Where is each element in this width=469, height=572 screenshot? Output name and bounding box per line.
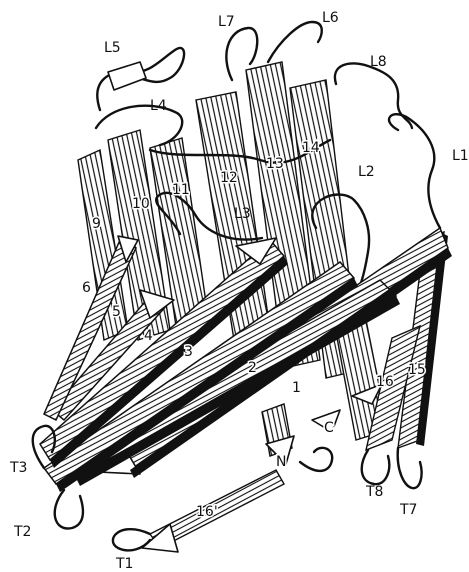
label-strand-3: 3	[184, 344, 193, 360]
label-T3: T3	[9, 460, 27, 476]
turn-T2	[55, 490, 83, 528]
label-strand-13: 13	[266, 156, 284, 172]
label-T2: T2	[13, 524, 31, 540]
loop-L6	[268, 22, 322, 62]
loop-L1	[389, 114, 440, 228]
loop-L5-ribbon	[108, 62, 146, 90]
label-C-terminus: C	[324, 420, 334, 436]
turn-N	[300, 448, 332, 471]
label-L5: L5	[104, 40, 121, 56]
label-L3: L3	[234, 206, 251, 222]
label-T1: T1	[115, 556, 133, 572]
turn-T8	[362, 450, 389, 484]
label-T8: T8	[365, 484, 383, 500]
label-L1: L1	[452, 148, 469, 164]
label-strand-2: 2	[248, 360, 257, 376]
label-strand-5: 5	[112, 304, 121, 320]
label-strand-15: 15	[408, 362, 426, 378]
label-strand-9: 9	[92, 216, 101, 232]
label-strand-12: 12	[220, 170, 238, 186]
label-strand-14: 14	[302, 140, 320, 156]
label-strand-16-prime: 16'	[196, 504, 218, 520]
label-L4: L4	[150, 98, 167, 114]
label-strand-11: 11	[172, 182, 190, 198]
label-strand-1: 1	[292, 380, 301, 396]
label-T7: T7	[399, 502, 417, 518]
label-L7: L7	[218, 14, 235, 30]
label-strand-10: 10	[132, 196, 150, 212]
label-strand-4: 4	[144, 328, 153, 344]
label-strand-6: 6	[82, 280, 91, 296]
label-L6: L6	[322, 10, 339, 26]
label-L8: L8	[370, 54, 387, 70]
label-L2: L2	[358, 164, 375, 180]
turn-T7	[398, 448, 422, 488]
label-strand-16: 16	[376, 374, 394, 390]
loop-L8	[335, 63, 412, 128]
label-N-terminus: N	[276, 454, 286, 470]
